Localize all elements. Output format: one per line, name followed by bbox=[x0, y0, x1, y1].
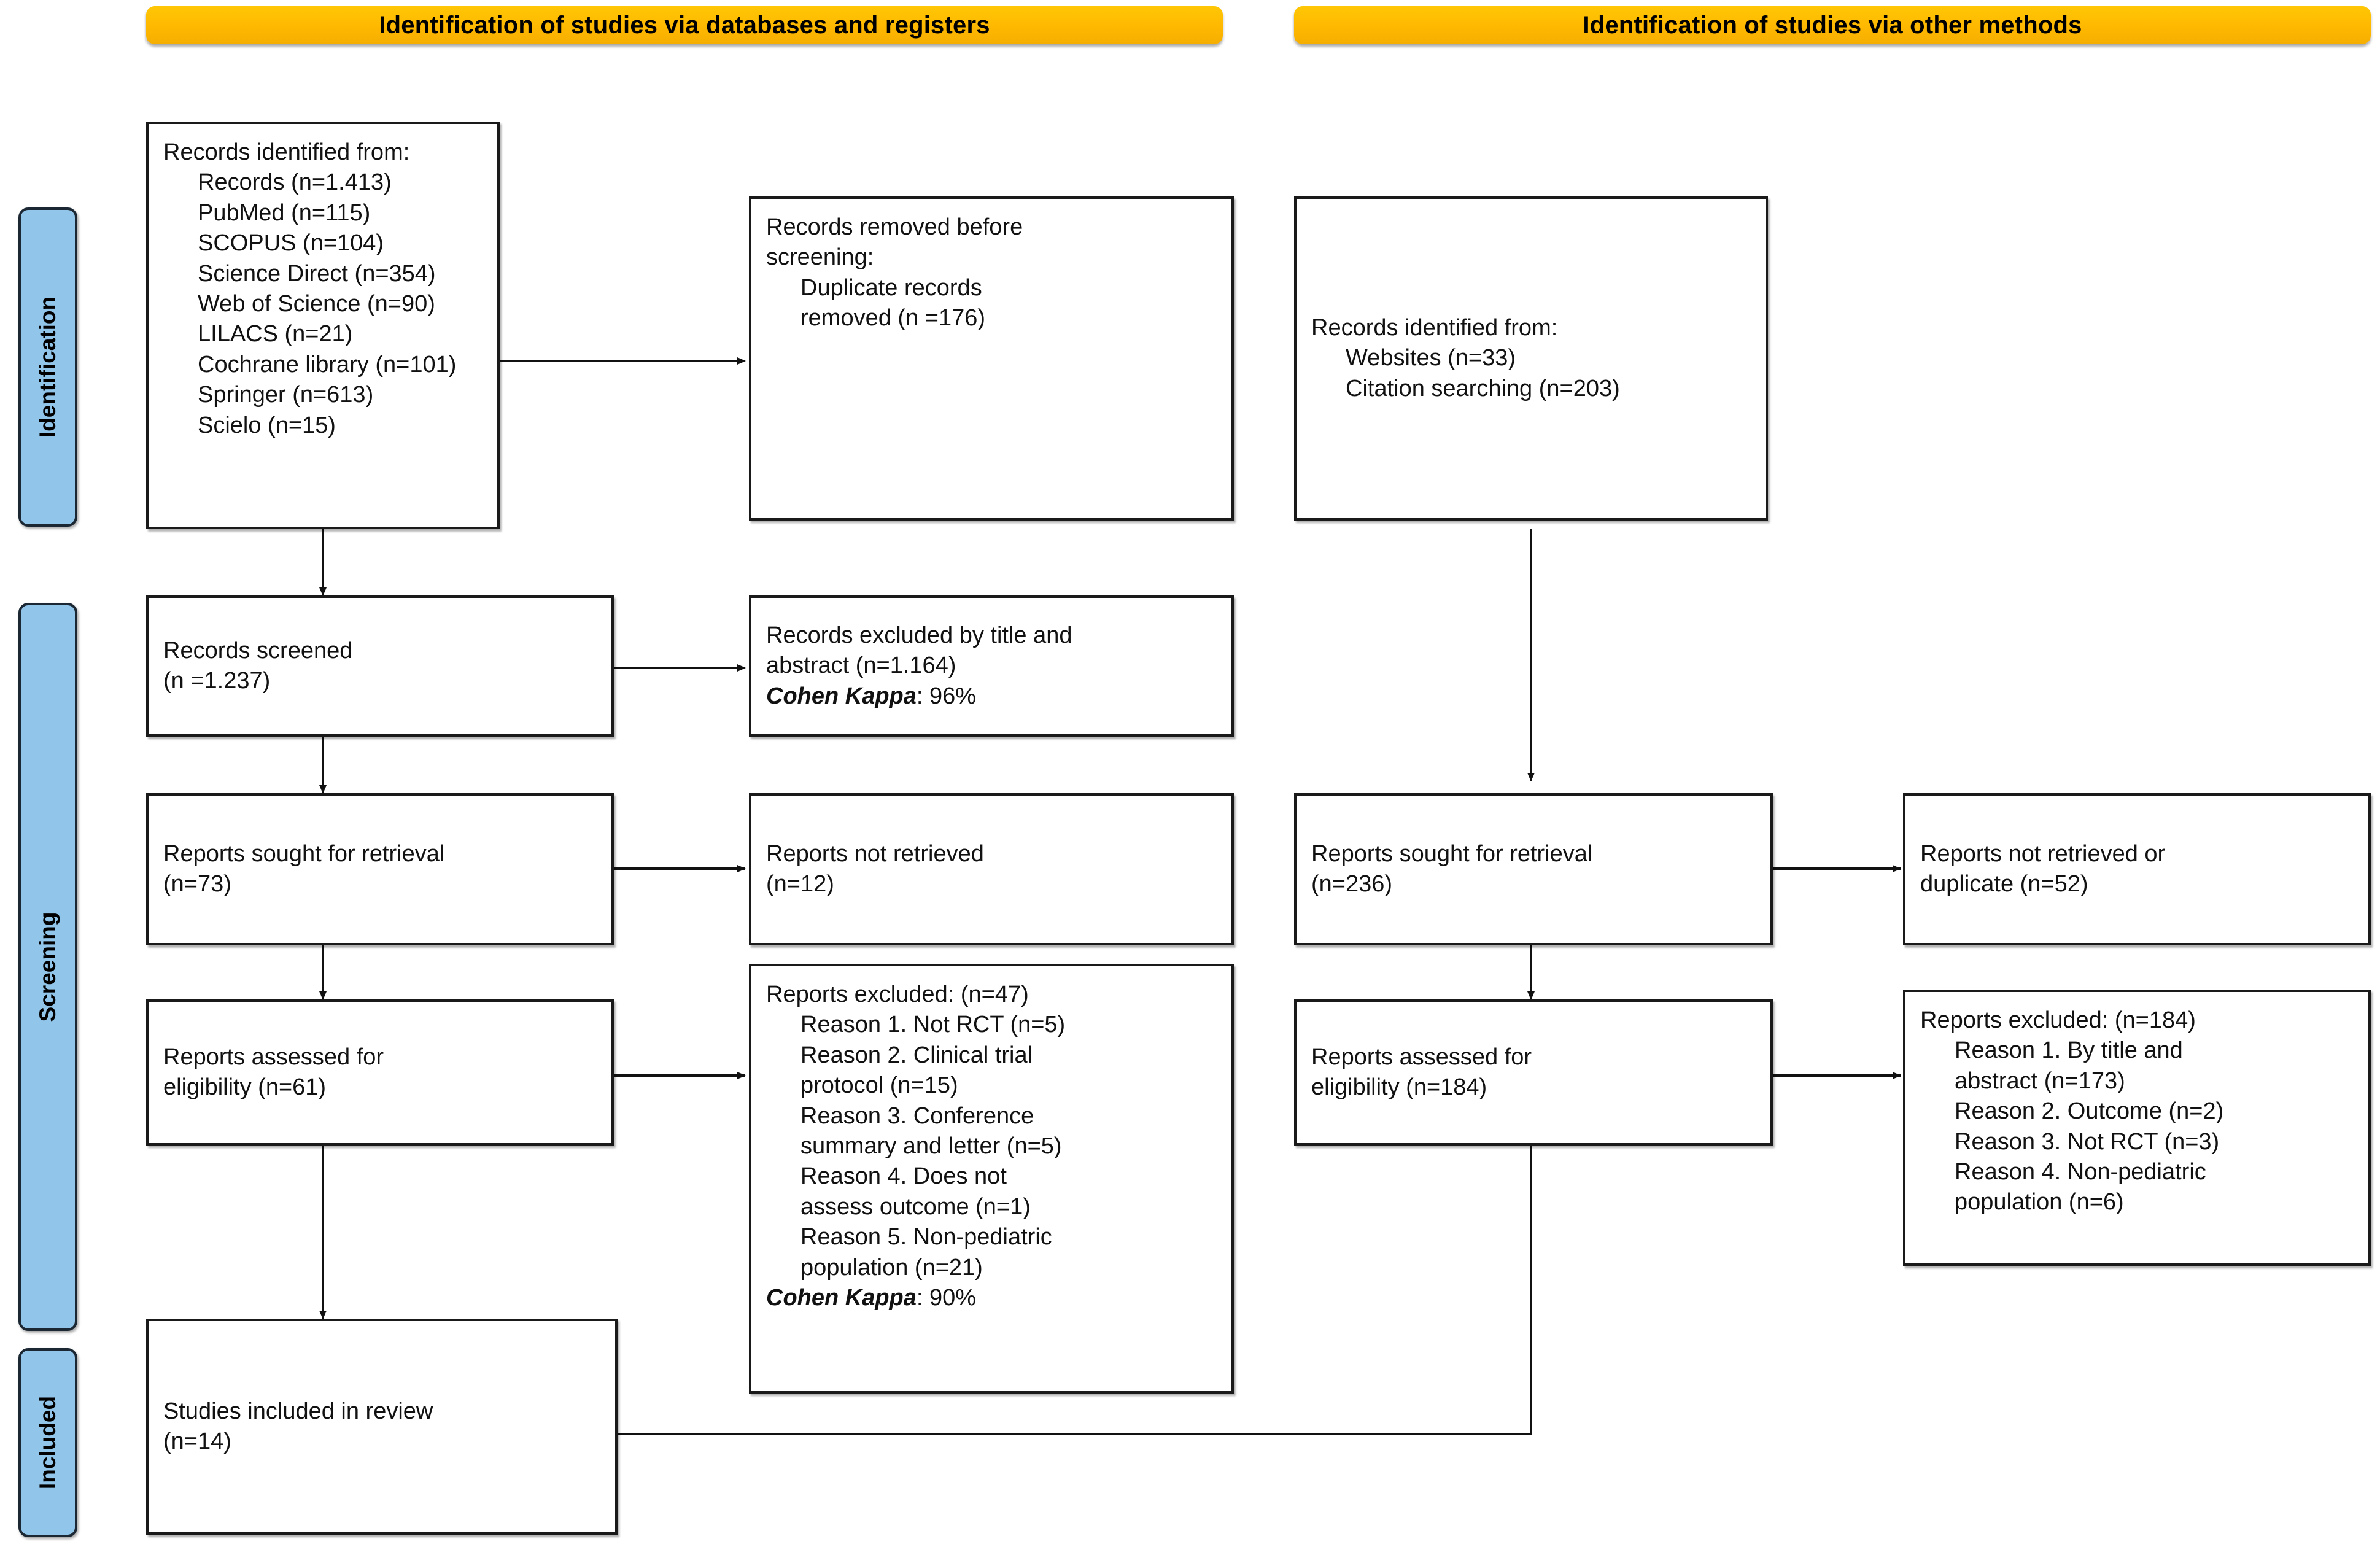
reports-sought-line2: (n=73) bbox=[163, 871, 231, 897]
reports-assessed-line2: eligibility (n=61) bbox=[163, 1074, 327, 1100]
reports-not-retrieved-line1: Reports not retrieved bbox=[766, 840, 984, 867]
cohen-kappa-value: : 96% bbox=[916, 683, 977, 709]
reports-excluded-reason: Reason 4. Does not assess outcome (n=1) bbox=[800, 1163, 1031, 1220]
stage-bar-screening: Screening bbox=[18, 603, 77, 1331]
source-item: SCOPUS (n=104) bbox=[198, 230, 384, 257]
source-item: LILACS (n=21) bbox=[198, 321, 353, 347]
cohen-kappa-value: : 90% bbox=[916, 1284, 977, 1311]
reports-assessed-line2: eligibility (n=184) bbox=[1311, 1074, 1487, 1100]
reports-assessed-line1: Reports assessed for bbox=[1311, 1044, 1532, 1070]
reports-excluded-reason: Reason 3. Conference summary and letter … bbox=[800, 1103, 1062, 1159]
reports-not-retrieved-line2: duplicate (n=52) bbox=[1920, 871, 2088, 897]
stage-bar-identification: Identification bbox=[18, 207, 77, 527]
box-records-excluded-title-abstract: Records excluded by title and abstract (… bbox=[749, 595, 1234, 737]
box-reports-assessed-databases: Reports assessed for eligibility (n=61) bbox=[146, 999, 614, 1146]
source-item: Websites (n=33) bbox=[1346, 345, 1516, 371]
reports-excluded-reason: Reason 1. By title and abstract (n=173) bbox=[1955, 1037, 2183, 1094]
cohen-kappa-eligibility: Cohen Kappa: 90% bbox=[766, 1283, 1217, 1313]
cohen-kappa-label: Cohen Kappa bbox=[766, 683, 917, 709]
stage-bar-included: Included bbox=[18, 1348, 77, 1537]
source-item: Scielo (n=15) bbox=[198, 412, 336, 438]
cohen-kappa-label: Cohen Kappa bbox=[766, 1284, 917, 1311]
box-reports-excluded-databases: Reports excluded: (n=47) Reason 1. Not R… bbox=[749, 964, 1234, 1394]
header-other-methods: Identification of studies via other meth… bbox=[1294, 6, 2371, 44]
header-databases-registers: Identification of studies via databases … bbox=[146, 6, 1223, 44]
box-studies-included-in-review: Studies included in review (n=14) bbox=[146, 1319, 618, 1535]
source-item: Springer (n=613) bbox=[198, 382, 374, 408]
source-item: Web of Science (n=90) bbox=[198, 290, 435, 317]
reports-excluded-title: Reports excluded: (n=184) bbox=[1920, 1007, 2196, 1033]
source-item: PubMed (n=115) bbox=[198, 200, 371, 226]
cohen-kappa-screening: Cohen Kappa: 96% bbox=[766, 681, 1217, 711]
box-records-identified-databases: Records identified from: Records (n=1.41… bbox=[146, 122, 500, 529]
reports-excluded-reason: Reason 5. Non-pediatric population (n=21… bbox=[800, 1224, 1052, 1281]
records-excluded-line2: abstract (n=1.164) bbox=[766, 653, 956, 679]
reports-sought-line1: Reports sought for retrieval bbox=[1311, 840, 1593, 867]
header-databases-registers-label: Identification of studies via databases … bbox=[379, 11, 990, 39]
stage-bar-screening-label: Screening bbox=[35, 912, 60, 1022]
header-other-methods-label: Identification of studies via other meth… bbox=[1583, 11, 2082, 39]
reports-sought-line1: Reports sought for retrieval bbox=[163, 840, 445, 867]
records-screened-line2: (n =1.237) bbox=[163, 668, 271, 694]
studies-included-line2: (n=14) bbox=[163, 1429, 231, 1454]
studies-included-line1: Studies included in review bbox=[163, 1398, 433, 1424]
source-item: Citation searching (n=203) bbox=[1346, 375, 1620, 401]
box-reports-not-retrieved-other-methods: Reports not retrieved or duplicate (n=52… bbox=[1903, 793, 2371, 945]
source-item: Science Direct (n=354) bbox=[198, 260, 436, 287]
records-screened-line1: Records screened bbox=[163, 637, 353, 664]
box-records-screened: Records screened (n =1.237) bbox=[146, 595, 614, 737]
reports-sought-line2: (n=236) bbox=[1311, 871, 1393, 897]
records-excluded-line1: Records excluded by title and bbox=[766, 622, 1072, 648]
reports-excluded-reason: Reason 4. Non-pediatric population (n=6) bbox=[1955, 1158, 2206, 1216]
records-identified-title: Records identified from: bbox=[163, 139, 410, 165]
box-records-identified-other-methods: Records identified from: Websites (n=33)… bbox=[1294, 196, 1768, 521]
reports-assessed-line1: Reports assessed for bbox=[163, 1044, 384, 1070]
box-reports-sought-other-methods: Reports sought for retrieval (n=236) bbox=[1294, 793, 1773, 945]
box-reports-sought-databases: Reports sought for retrieval (n=73) bbox=[146, 793, 614, 945]
box-records-removed-before-screening: Records removed before screening: Duplic… bbox=[749, 196, 1234, 521]
records-identified-title: Records identified from: bbox=[1311, 314, 1558, 341]
records-removed-item: Duplicate records removed (n =176) bbox=[800, 274, 985, 332]
source-item: Cochrane library (n=101) bbox=[198, 351, 457, 378]
records-removed-title: Records removed before screening: bbox=[766, 214, 1023, 271]
reports-not-retrieved-line2: (n=12) bbox=[766, 871, 834, 897]
stage-bar-identification-label: Identification bbox=[35, 296, 60, 438]
reports-excluded-reason: Reason 1. Not RCT (n=5) bbox=[800, 1012, 1066, 1038]
reports-excluded-reason: Reason 2. Clinical trial protocol (n=15) bbox=[800, 1042, 1033, 1099]
box-reports-excluded-other-methods: Reports excluded: (n=184) Reason 1. By t… bbox=[1903, 990, 2371, 1266]
reports-not-retrieved-line1: Reports not retrieved or bbox=[1920, 840, 2166, 867]
box-reports-assessed-other-methods: Reports assessed for eligibility (n=184) bbox=[1294, 999, 1773, 1146]
reports-excluded-reason: Reason 3. Not RCT (n=3) bbox=[1955, 1128, 2220, 1155]
reports-excluded-title: Reports excluded: (n=47) bbox=[766, 982, 1029, 1007]
box-reports-not-retrieved-databases: Reports not retrieved (n=12) bbox=[749, 793, 1234, 945]
source-item: Records (n=1.413) bbox=[198, 169, 392, 196]
stage-bar-included-label: Included bbox=[35, 1395, 60, 1490]
reports-excluded-reason: Reason 2. Outcome (n=2) bbox=[1955, 1098, 2224, 1125]
